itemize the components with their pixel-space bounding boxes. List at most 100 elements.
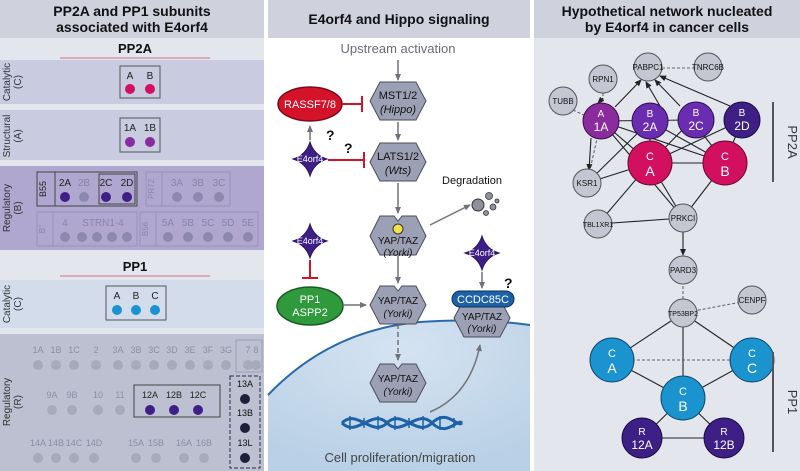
row-label-catalytic-pp1-sub: (C)	[13, 297, 24, 311]
svg-text:TUBB: TUBB	[552, 97, 573, 106]
e4orf4-label-3: E4orf4	[469, 248, 496, 258]
pp1r-3b-dot	[131, 360, 141, 370]
small-node-rpn1: RPN1	[588, 64, 618, 94]
small-node-tp53bp2: TP53BP2	[668, 298, 698, 328]
pp1r-2-label: 2	[93, 345, 98, 355]
inhibit-e4orf4-pp1	[302, 260, 318, 279]
lats-genus: (Wts)	[385, 165, 412, 177]
b56-5a-label: 5A	[162, 218, 175, 229]
pp2a-c-label-a: A	[127, 71, 134, 82]
striatin-4-dot	[60, 232, 70, 242]
yap-taz-1-genus: (Yorki)	[384, 248, 413, 259]
svg-text:C: C	[608, 348, 616, 360]
svg-text:12B: 12B	[713, 438, 734, 452]
yap-taz-3-genus: (Yorki)	[384, 387, 413, 398]
pp2a-a-label-1a: 1A	[124, 123, 137, 134]
yap-taz-3-label: YAP/TAZ	[378, 374, 418, 385]
row-label-structural: Structural	[2, 115, 13, 158]
svg-text:B: B	[693, 108, 700, 119]
pp1r-8-dot	[251, 360, 261, 370]
svg-text:1A: 1A	[594, 120, 609, 134]
pp1-c-label-a: A	[114, 291, 121, 302]
pp1r-13a-label: 13A	[237, 379, 253, 389]
row-label-regulatory-b-sub: (B)	[13, 201, 24, 214]
b-double-prime-label: B''	[38, 224, 47, 233]
row-label-structural-sub: (A)	[13, 129, 24, 142]
b55-2d-label: 2D	[121, 178, 134, 189]
svg-text:C: C	[721, 151, 729, 163]
svg-text:B: B	[739, 108, 746, 119]
pp1r-3a-label: 3A	[112, 345, 123, 355]
pr72-3b-dot	[193, 192, 203, 202]
question-2: ?	[344, 140, 353, 156]
b56-5c-dot	[203, 232, 213, 242]
svg-text:CENPF: CENPF	[738, 296, 765, 305]
pp1r-13l-dot	[240, 453, 250, 463]
pp1r-7-dot	[243, 360, 253, 370]
small-node-tnrc6b: TNRC6B	[692, 52, 724, 82]
pp1r-3g-label: 3G	[220, 345, 232, 355]
pp2a-c-label-b: B	[147, 71, 154, 82]
panel-b-title: E4orf4 and Hippo signaling	[308, 11, 489, 27]
row-label-catalytic-pp1: Catalytic	[2, 285, 13, 323]
row-label-catalytic-pp2a: Catalytic	[2, 63, 13, 101]
pp1r-12a-dot	[145, 405, 155, 415]
dna-helix-icon	[340, 415, 464, 431]
pp1r-3f-label: 3F	[203, 345, 214, 355]
pr72-3a-dot	[172, 192, 182, 202]
b55-2c-dot	[101, 192, 111, 202]
phosphate-dot	[392, 223, 404, 235]
svg-text:PABPC1: PABPC1	[633, 63, 665, 72]
b56-5e-dot	[243, 232, 253, 242]
pp1r-16a-dot	[179, 453, 189, 463]
b56-5b-dot	[183, 232, 193, 242]
pp1-aspp2-label-2: ASPP2	[292, 307, 327, 319]
b55-2b-label: 2B	[78, 178, 91, 189]
pp2a-node-b-2d: B 2D	[723, 101, 761, 139]
pp1-c-label-c: C	[151, 291, 158, 302]
e4orf4-node-2	[291, 222, 329, 260]
pp1r-1c-dot	[69, 360, 79, 370]
svg-text:TNRC6B: TNRC6B	[692, 63, 724, 72]
yap-taz-phospho-node	[369, 215, 427, 256]
row-label-regulatory-r-sub: (R)	[13, 395, 24, 409]
svg-text:C: C	[679, 386, 687, 398]
pp1r-3e-dot	[185, 360, 195, 370]
pp1r-3c-label: 3C	[148, 345, 160, 355]
svg-text:R: R	[638, 427, 645, 438]
svg-text:RPN1: RPN1	[592, 75, 614, 84]
svg-text:A: A	[598, 109, 605, 120]
pr72-3a-label: 3A	[171, 178, 184, 189]
yap-taz-nuclear-node	[369, 363, 427, 403]
degradation-icon	[471, 192, 500, 216]
svg-text:PARD3: PARD3	[670, 266, 697, 275]
pr72-3c-dot	[214, 192, 224, 202]
pp1r-13b-dot	[240, 423, 250, 433]
pp2a-node-c-a: C A	[627, 140, 673, 186]
b55-2c-label: 2C	[100, 178, 113, 189]
striatin-4-label: 4	[62, 218, 68, 229]
pp1r-13l-label: 13L	[237, 438, 252, 448]
b56-family-label: B56	[141, 221, 150, 236]
svg-text:2D: 2D	[734, 119, 750, 133]
svg-text:B: B	[647, 109, 654, 120]
question-3: ?	[504, 275, 513, 291]
b56-5e-label: 5E	[242, 218, 255, 229]
pp1-side-label: PP1	[785, 390, 800, 415]
lats-node	[369, 142, 427, 182]
pp1-c-label-b: B	[133, 291, 140, 302]
panel-c-title-line1: Hypothetical network nucleated	[562, 3, 773, 19]
pp1r-3a-dot	[113, 360, 123, 370]
small-node-ksr1: KSR1	[572, 168, 602, 198]
inhibit-rassf-mst	[342, 96, 363, 112]
pp1r-3b-label: 3B	[130, 345, 141, 355]
panel-b: E4orf4 and Hippo signaling Upstream acti…	[267, 0, 531, 471]
pr72-family-label: PR72	[147, 178, 156, 199]
pp1r-12b-label: 12B	[166, 390, 182, 400]
small-node-pabpc1: PABPC1	[633, 52, 665, 82]
pp1-node-c-b: C B	[660, 375, 706, 421]
pp1r-2-dot	[91, 360, 101, 370]
pp1r-3c-dot	[149, 360, 159, 370]
pp1r-1c-label: 1C	[68, 345, 80, 355]
pp1r-13b-label: 13B	[237, 408, 253, 418]
